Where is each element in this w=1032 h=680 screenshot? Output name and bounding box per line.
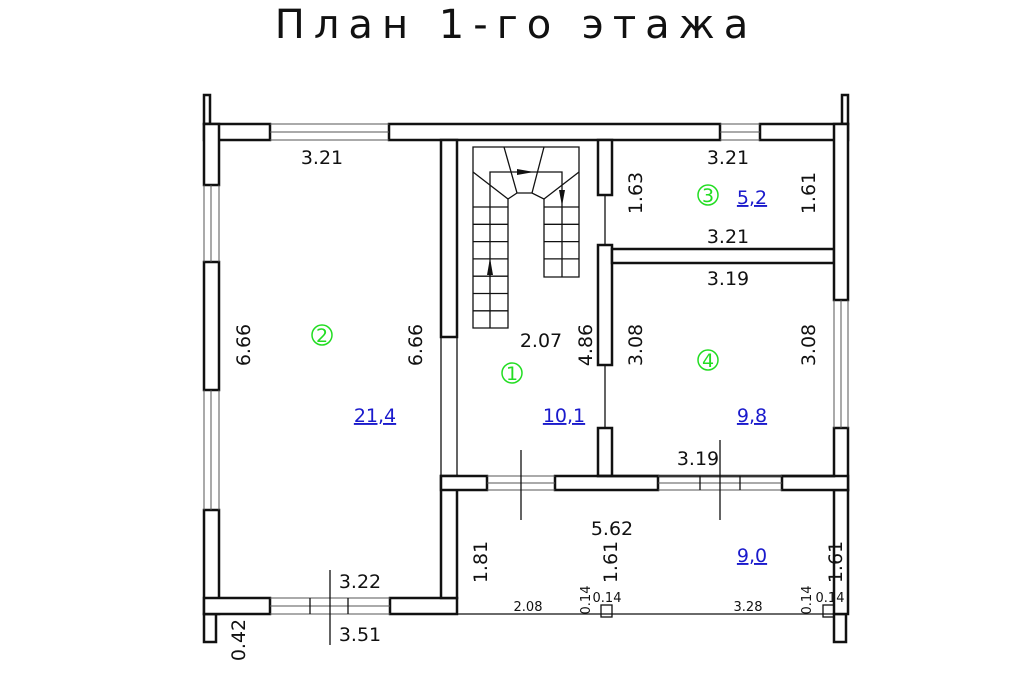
dim: 3.19 bbox=[707, 268, 749, 290]
dim: 1.61 bbox=[798, 172, 820, 214]
arrow-up-icon bbox=[487, 258, 493, 275]
room-number: 2 bbox=[316, 325, 328, 347]
dim: 3.19 bbox=[677, 448, 719, 470]
dim: 1.61 bbox=[825, 541, 847, 583]
arrow-right-icon bbox=[517, 169, 534, 175]
room-number-circle bbox=[501, 362, 523, 384]
room-area: 5,2 bbox=[737, 187, 767, 209]
dim: 3.08 bbox=[798, 324, 820, 366]
room-labels: 1 10,1 2 21,4 3 5,2 4 9,8 9,0 bbox=[311, 184, 767, 567]
room-area: 9,0 bbox=[737, 545, 767, 567]
dim: 1.63 bbox=[625, 172, 647, 214]
arrow-down-icon bbox=[559, 190, 565, 206]
room-area: 9,8 bbox=[737, 405, 767, 427]
room-area: 10,1 bbox=[543, 405, 585, 427]
dim: 3.21 bbox=[707, 226, 749, 248]
walls bbox=[202, 93, 850, 644]
dim: 3.21 bbox=[707, 147, 749, 169]
dim: 0.14 bbox=[800, 586, 815, 615]
dim: 0.14 bbox=[579, 586, 594, 615]
room-number-circle bbox=[697, 349, 719, 371]
plan-title: План 1-го этажа bbox=[274, 2, 758, 48]
dim: 3.28 bbox=[734, 600, 763, 615]
staircase bbox=[472, 146, 580, 329]
dim: 3.51 bbox=[339, 624, 381, 646]
dim: 3.21 bbox=[301, 147, 343, 169]
dim: 2.07 bbox=[520, 330, 562, 352]
room-number: 3 bbox=[702, 185, 714, 207]
dim: 0.14 bbox=[816, 591, 845, 606]
dim: 0.42 bbox=[228, 619, 250, 661]
dim: 0.14 bbox=[593, 591, 622, 606]
dim: 3.08 bbox=[625, 324, 647, 366]
column-marker bbox=[822, 604, 835, 618]
room-number-circle bbox=[311, 324, 333, 346]
dim: 2.08 bbox=[514, 600, 543, 615]
dim: 6.66 bbox=[405, 324, 427, 366]
room-number: 4 bbox=[702, 350, 714, 372]
room-area: 21,4 bbox=[354, 405, 396, 427]
dim: 5.62 bbox=[591, 518, 633, 540]
room-number-circle bbox=[697, 184, 719, 206]
dimensions: 3.21 6.66 6.66 3.22 3.51 0.42 2.07 4.86 … bbox=[228, 147, 847, 661]
dimension-lines bbox=[329, 440, 835, 645]
dim: 6.66 bbox=[233, 324, 255, 366]
dim: 1.81 bbox=[470, 541, 492, 583]
room-number: 1 bbox=[506, 363, 518, 385]
dim: 3.22 bbox=[339, 571, 381, 593]
dim: 1.61 bbox=[600, 541, 622, 583]
dim: 4.86 bbox=[575, 324, 597, 366]
column-marker bbox=[600, 604, 613, 618]
